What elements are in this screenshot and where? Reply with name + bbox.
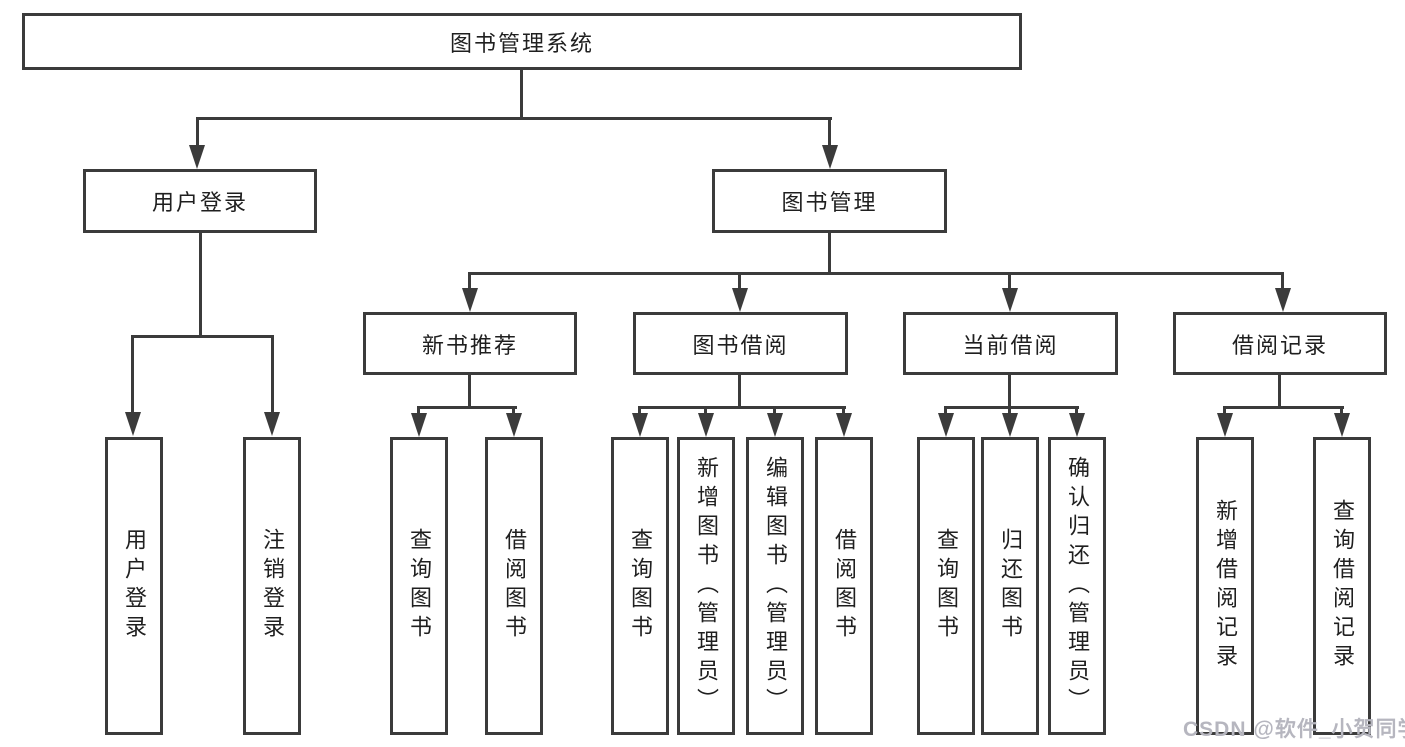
arrow-down-icon	[632, 413, 648, 437]
leaf-query-books-current: 查询图书	[917, 437, 975, 735]
connector-vline	[520, 69, 523, 118]
leaf-borrow-books-recommend: 借阅图书	[485, 437, 543, 735]
leaf-label: 新增借阅记录	[1213, 499, 1238, 673]
node-label: 当前借阅	[962, 332, 1059, 358]
connector-vline	[638, 407, 641, 415]
arrow-down-icon	[1069, 413, 1085, 437]
connector-vline	[842, 407, 845, 415]
leaf-edit-books-admin: 编辑图书（管理员）	[746, 437, 804, 735]
arrow-down-icon	[189, 145, 205, 169]
connector-vline	[1340, 407, 1343, 415]
connector-vline	[199, 232, 202, 336]
arrow-down-icon	[836, 413, 852, 437]
connector-vline	[468, 273, 471, 289]
leaf-return-books: 归还图书	[981, 437, 1039, 735]
connector-vline	[944, 407, 947, 415]
connector-vline	[417, 407, 420, 415]
arrow-down-icon	[1275, 288, 1291, 312]
connector-vline	[1281, 273, 1284, 289]
node-label: 用户登录	[151, 190, 248, 215]
connector-hline	[131, 335, 274, 338]
node-book-management: 图书管理	[712, 169, 947, 233]
leaf-label: 查询图书	[934, 528, 959, 644]
connector-vline	[1008, 375, 1011, 407]
arrow-down-icon	[1002, 413, 1018, 437]
node-current-borrow: 当前借阅	[903, 312, 1118, 375]
node-new-book-recommend: 新书推荐	[363, 312, 577, 375]
arrow-down-icon	[1334, 413, 1350, 437]
arrow-down-icon	[938, 413, 954, 437]
leaf-label: 借阅图书	[832, 528, 857, 644]
arrow-down-icon	[698, 413, 714, 437]
arrow-down-icon	[125, 412, 141, 436]
leaf-label: 编辑图书（管理员）	[763, 455, 788, 717]
leaf-label: 借阅图书	[502, 528, 527, 644]
csdn-watermark: CSDN @软件_小贺同学	[1183, 718, 1405, 741]
leaf-user-login: 用户登录	[105, 437, 163, 735]
arrow-down-icon	[1217, 413, 1233, 437]
connector-vline	[196, 118, 199, 146]
leaf-add-books-admin: 新增图书（管理员）	[677, 437, 735, 735]
arrow-down-icon	[732, 288, 748, 312]
leaf-label: 归还图书	[998, 528, 1023, 644]
node-label: 图书借阅	[692, 332, 789, 358]
node-label: 图书管理	[781, 190, 878, 215]
node-user-login: 用户登录	[83, 169, 317, 233]
leaf-confirm-return-admin: 确认归还（管理员）	[1048, 437, 1106, 735]
leaf-label: 查询图书	[628, 528, 653, 644]
node-borrow-records: 借阅记录	[1173, 312, 1387, 375]
arrow-down-icon	[264, 412, 280, 436]
connector-vline	[704, 407, 707, 415]
node-label: 新书推荐	[421, 332, 518, 358]
connector-vline	[738, 375, 741, 407]
connector-vline	[1223, 407, 1226, 415]
node-label: 图书管理系统	[449, 30, 594, 56]
arrow-down-icon	[506, 413, 522, 437]
leaf-query-books-recommend: 查询图书	[390, 437, 448, 735]
connector-hline	[468, 272, 1284, 275]
connector-vline	[828, 118, 831, 146]
arrow-down-icon	[462, 288, 478, 312]
arrow-down-icon	[767, 413, 783, 437]
connector-hline	[417, 406, 517, 409]
leaf-query-borrow-record: 查询借阅记录	[1313, 437, 1371, 735]
leaf-label: 用户登录	[122, 528, 147, 644]
connector-hline	[1223, 406, 1344, 409]
leaf-label: 查询借阅记录	[1330, 499, 1355, 673]
leaf-label: 查询图书	[407, 528, 432, 644]
connector-vline	[1008, 273, 1011, 289]
connector-hline	[196, 117, 832, 120]
leaf-label: 新增图书（管理员）	[694, 455, 719, 717]
connector-hline	[638, 406, 846, 409]
connector-vline	[131, 336, 134, 413]
leaf-label: 确认归还（管理员）	[1065, 455, 1090, 717]
connector-vline	[1075, 407, 1078, 415]
arrow-down-icon	[1002, 288, 1018, 312]
leaf-label: 注销登录	[260, 528, 285, 644]
node-library-management-system: 图书管理系统	[22, 13, 1022, 70]
node-book-borrow: 图书借阅	[633, 312, 848, 375]
arrow-down-icon	[411, 413, 427, 437]
leaf-logout: 注销登录	[243, 437, 301, 735]
connector-vline	[828, 233, 831, 273]
connector-vline	[1008, 407, 1011, 415]
connector-hline	[944, 406, 1079, 409]
leaf-query-books-borrow: 查询图书	[611, 437, 669, 735]
connector-vline	[773, 407, 776, 415]
arrow-down-icon	[822, 145, 838, 169]
leaf-borrow-books: 借阅图书	[815, 437, 873, 735]
connector-vline	[1278, 375, 1281, 407]
leaf-add-borrow-record: 新增借阅记录	[1196, 437, 1254, 735]
node-label: 借阅记录	[1231, 332, 1328, 358]
connector-vline	[738, 273, 741, 289]
connector-vline	[271, 336, 274, 413]
connector-vline	[468, 375, 471, 407]
connector-vline	[512, 407, 515, 415]
